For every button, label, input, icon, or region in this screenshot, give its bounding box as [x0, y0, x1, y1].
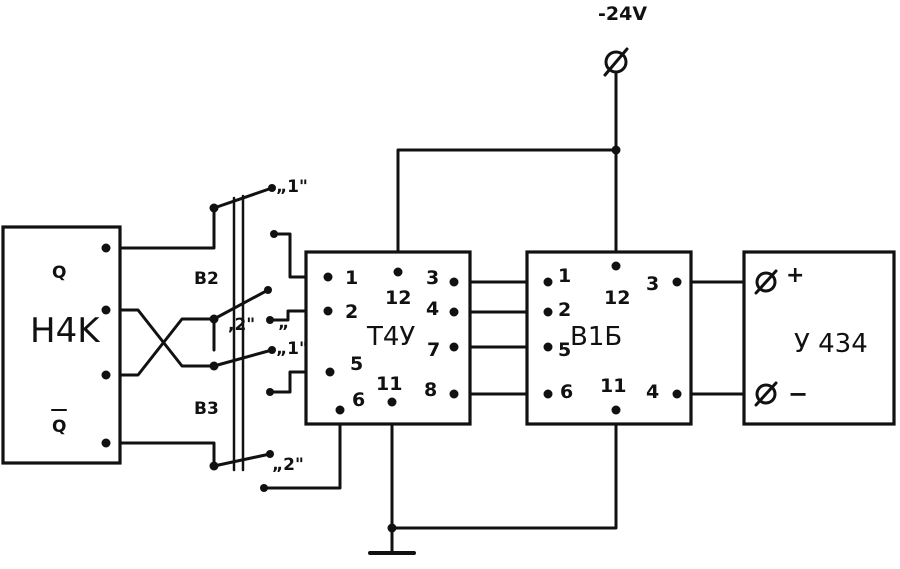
- b2-pos2-label: ,2": [228, 315, 255, 335]
- wire-b3pos2-t4y6: [262, 410, 342, 490]
- t4y-pin-6: 6: [352, 389, 365, 411]
- v1b-pin-2: 2: [558, 299, 571, 321]
- y434-plus: +: [786, 263, 804, 288]
- b2-label: B2: [194, 269, 219, 289]
- t4y-pin-4: 4: [426, 298, 439, 320]
- wire-ground: [390, 400, 618, 530]
- t4y-pin-5: 5: [350, 353, 363, 375]
- supply-label: -24V: [598, 3, 647, 25]
- wire-qbar-b3: [118, 441, 216, 468]
- mid-mark: „: [278, 313, 289, 333]
- t4y-pin-3: 3: [426, 267, 439, 289]
- junction-dots: [101, 145, 682, 533]
- h4k-label: H4K: [30, 311, 101, 351]
- t4y-label: T4У: [366, 322, 415, 352]
- h4k-qbar-label: Q: [52, 417, 66, 437]
- y434-minus: −: [788, 380, 808, 408]
- t4y-pin-12: 12: [385, 287, 411, 309]
- wire-q-b2: [118, 206, 216, 250]
- t4y-pin-7: 7: [427, 339, 440, 361]
- b3-label: B3: [194, 399, 219, 419]
- b3-pos1-label: „1": [276, 339, 308, 359]
- supply-terminal: [603, 47, 629, 77]
- b2-lever-mid: [212, 288, 270, 321]
- b3-pos2-label: „2": [272, 455, 304, 475]
- block-v1b: [525, 250, 693, 426]
- y434-label: У 434: [794, 329, 868, 359]
- v1b-pin-1: 1: [558, 265, 571, 287]
- v1b-pin-6: 6: [560, 381, 573, 403]
- v1b-pin-11: 11: [600, 375, 626, 397]
- v1b-pin-4: 4: [646, 381, 659, 403]
- v1b-pin-12: 12: [604, 287, 630, 309]
- t4y-pin-8: 8: [424, 379, 437, 401]
- block-t4y: [304, 250, 472, 426]
- h4k-q-label: Q: [52, 263, 66, 283]
- v1b-pin-3: 3: [646, 273, 659, 295]
- t4y-pin-11: 11: [376, 373, 402, 395]
- t4y-pin-2: 2: [345, 301, 358, 323]
- t4y-pin-1: 1: [345, 267, 358, 289]
- wire-cross-a: [118, 308, 216, 368]
- block-h4k: [1, 225, 122, 465]
- plus-terminal: [754, 269, 778, 295]
- wire-cross-b: [118, 317, 214, 377]
- v1b-pin-5: 5: [558, 339, 571, 361]
- minus-terminal: [754, 381, 778, 407]
- v1b-label: B1Б: [570, 322, 622, 352]
- b2-pos1-label: „1": [276, 177, 308, 197]
- wire-supply: [396, 70, 618, 274]
